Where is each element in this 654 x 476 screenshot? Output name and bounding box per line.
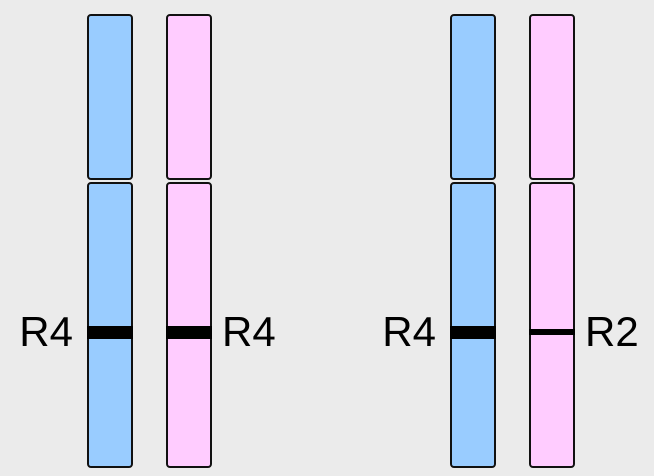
pair1-left-label: R4 <box>19 308 73 355</box>
pair2-left-lower-arm <box>450 182 496 468</box>
pair1-left-lower-arm <box>87 182 133 468</box>
pair2-right-upper-arm <box>529 14 575 180</box>
pair1-right-label: R4 <box>222 308 276 355</box>
pair1-right-lower-arm <box>166 182 212 468</box>
pair2-right-band <box>529 329 575 335</box>
pair2-left-label: R4 <box>382 308 436 355</box>
pair1-left-band <box>87 326 133 339</box>
pair1-right-upper-arm <box>166 14 212 180</box>
pair2-right-label: R2 <box>585 308 639 355</box>
pair2-left-band <box>450 326 496 339</box>
pair2-left-upper-arm <box>450 14 496 180</box>
pair1-right-band <box>166 326 212 339</box>
pair2-right-lower-arm <box>529 182 575 468</box>
pair1-left-upper-arm <box>87 14 133 180</box>
